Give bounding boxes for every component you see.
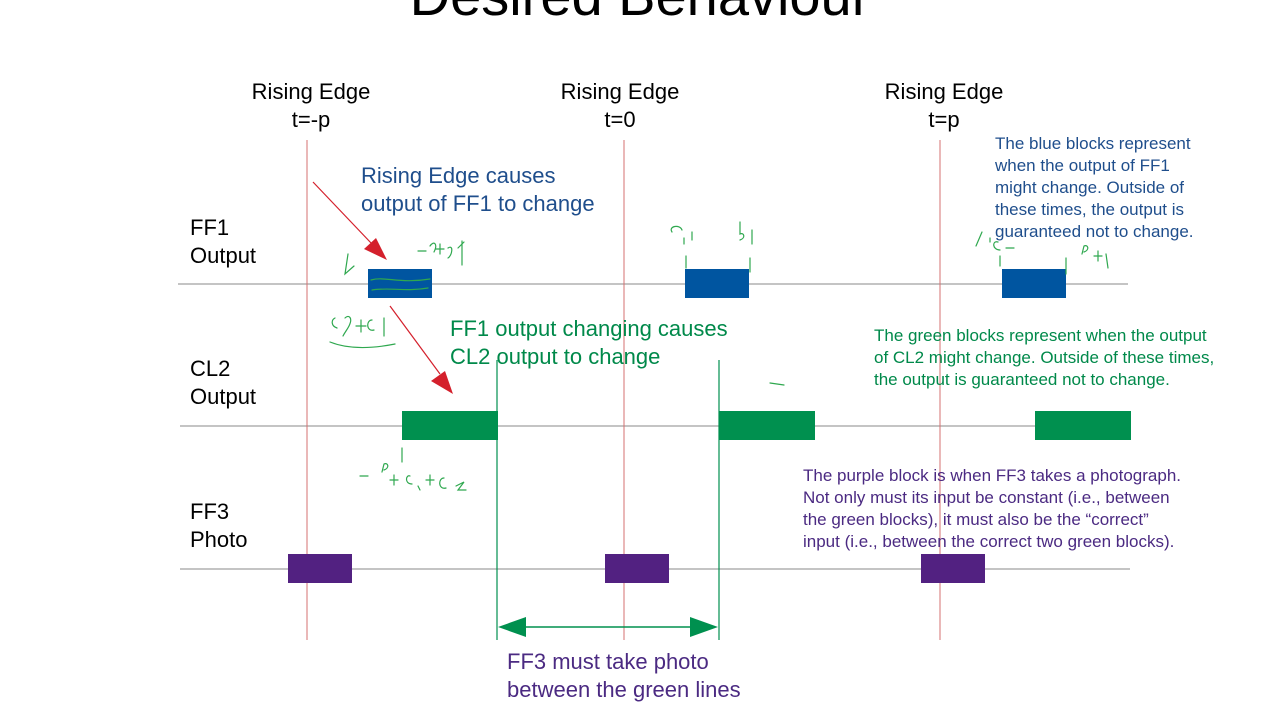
note-line: The green blocks represent when the outp… (874, 326, 1207, 345)
rising-edge-label-title: Rising Edge (251, 79, 371, 104)
signal-label-ff3: FF3 Photo (190, 498, 248, 554)
rising-edge-label-0: Rising Edge t=0 (520, 78, 720, 134)
rising-edge-label-time: t=0 (604, 107, 636, 132)
ff3-must-take-photo-note: FF3 must take photo between the green li… (507, 648, 741, 704)
ff1-block (1002, 269, 1066, 298)
handwritten-annotations (329, 221, 1109, 491)
rising-edge-label-time: t=-p (291, 107, 331, 132)
note-line: input (i.e., between the correct two gre… (803, 532, 1175, 551)
rising-edge-label-title: Rising Edge (884, 79, 1004, 104)
note-line: The blue blocks represent (995, 134, 1191, 153)
ff3-block (605, 554, 669, 583)
note-line: of CL2 might change. Outside of these ti… (874, 348, 1215, 367)
note-line: when the output of FF1 (995, 156, 1170, 175)
note-line: output of FF1 to change (361, 191, 595, 216)
green-double-arrow (498, 617, 718, 637)
signal-kind: Output (190, 384, 257, 409)
note-line: The purple block is when FF3 takes a pho… (803, 466, 1181, 485)
note-line: Rising Edge causes (361, 163, 556, 188)
note-line: might change. Outside of (995, 178, 1185, 197)
note-line: FF1 output changing causes (450, 316, 728, 341)
signal-kind: Output (190, 243, 257, 268)
note-line: between the green lines (507, 677, 741, 702)
signal-name: FF1 (190, 215, 230, 240)
ff3-block (921, 554, 985, 583)
note-line: FF3 must take photo (507, 649, 709, 674)
rising-edge-label-neg-p: Rising Edge t=-p (211, 78, 411, 134)
ff3-block (288, 554, 352, 583)
signal-label-cl2: CL2 Output (190, 355, 256, 411)
signal-label-ff1: FF1 Output (190, 214, 256, 270)
note-line: Not only must its input be constant (i.e… (803, 488, 1170, 507)
red-arrow-ff1-to-cl2 (389, 305, 453, 394)
cl2-block (402, 411, 498, 440)
signal-name: CL2 (190, 356, 231, 381)
rising-edge-label-p: Rising Edge t=p (844, 78, 1044, 134)
page-title: Desired Behaviour (0, 0, 1280, 28)
signal-kind: Photo (190, 527, 248, 552)
ff1-block (685, 269, 749, 298)
note-line: the output is guaranteed not to change. (874, 370, 1170, 389)
note-line: CL2 output to change (450, 344, 661, 369)
ff1-changing-causes-note: FF1 output changing causes CL2 output to… (450, 315, 728, 371)
note-line: the green blocks), it must also be the “… (803, 510, 1149, 529)
cl2-block (1035, 411, 1131, 440)
red-arrow-edge-to-ff1 (312, 181, 387, 260)
green-blocks-note: The green blocks represent when the outp… (874, 325, 1214, 391)
ff1-block (368, 269, 432, 298)
purple-block-note: The purple block is when FF3 takes a pho… (803, 465, 1181, 553)
rising-edge-causes-note: Rising Edge causes output of FF1 to chan… (361, 162, 595, 218)
note-line: guaranteed not to change. (995, 222, 1194, 241)
cl2-block (719, 411, 815, 440)
rising-edge-label-time: t=p (928, 107, 960, 132)
blue-blocks-note: The blue blocks represent when the outpu… (995, 133, 1194, 243)
rising-edge-label-title: Rising Edge (560, 79, 680, 104)
note-line: these times, the output is (995, 200, 1184, 219)
signal-name: FF3 (190, 499, 230, 524)
